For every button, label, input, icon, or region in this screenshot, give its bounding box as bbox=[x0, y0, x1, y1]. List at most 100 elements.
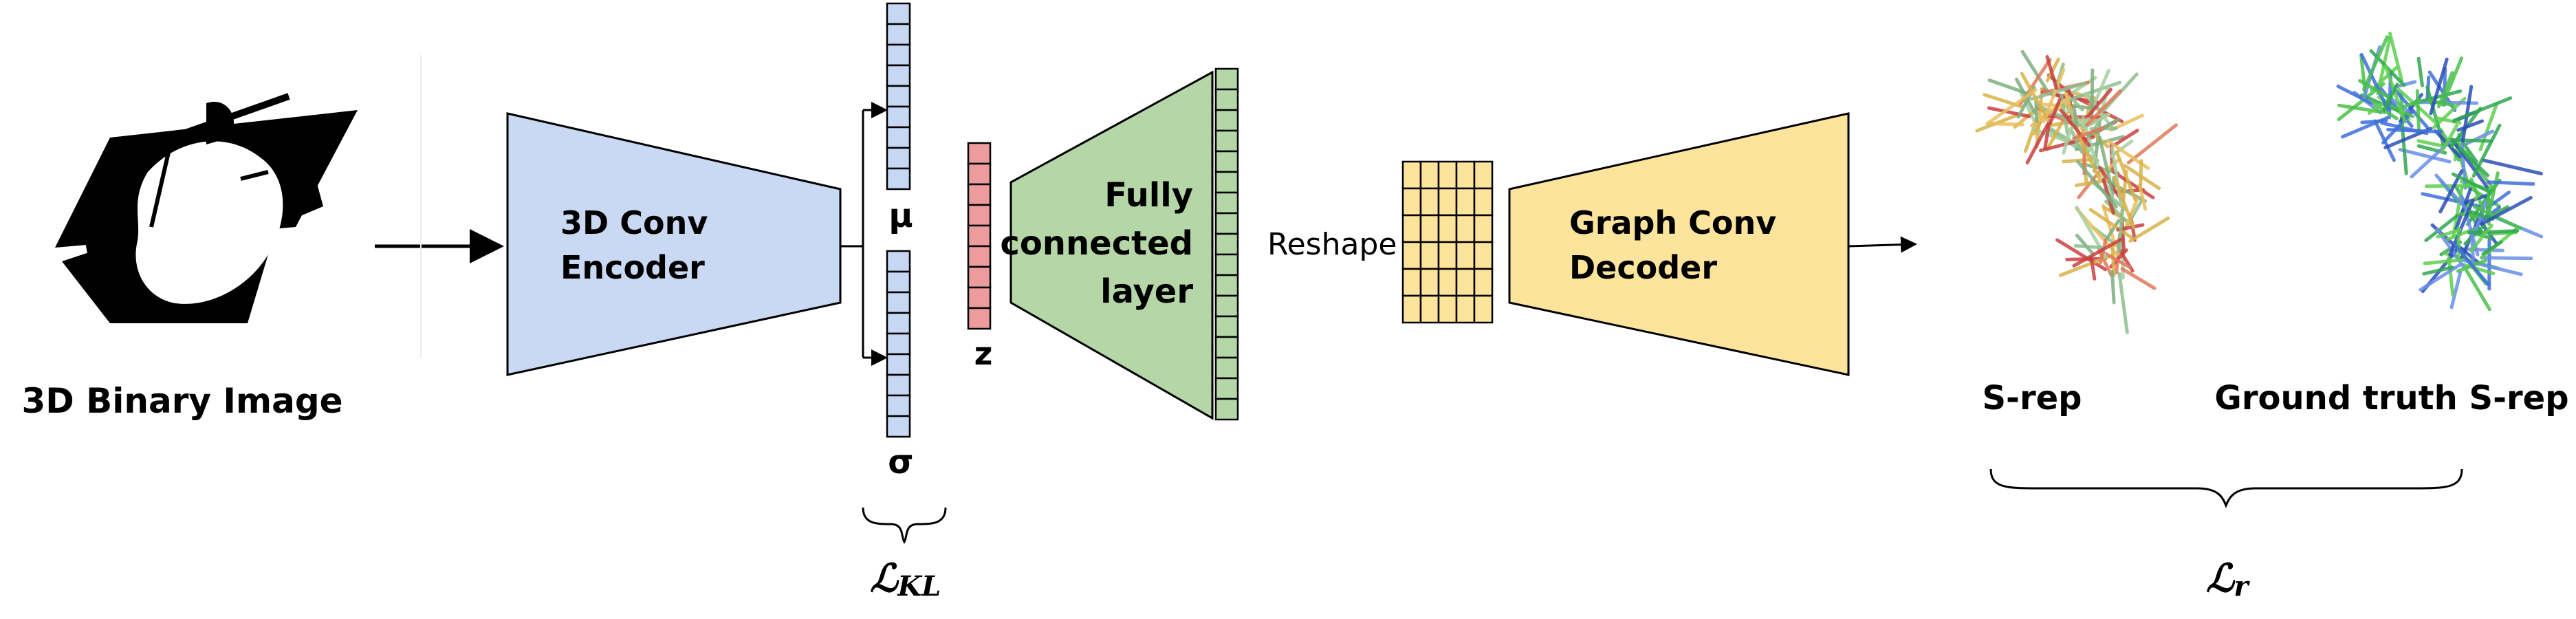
spoke bbox=[2454, 187, 2472, 230]
spoke bbox=[2487, 171, 2500, 213]
vector-cell bbox=[967, 183, 992, 206]
spoke bbox=[2449, 270, 2463, 310]
vector-cell bbox=[886, 373, 911, 397]
spoke bbox=[2429, 57, 2449, 116]
vector-cell bbox=[886, 105, 911, 129]
spoke bbox=[2423, 258, 2464, 265]
grid-cell bbox=[1473, 268, 1494, 297]
spoke bbox=[2399, 98, 2423, 110]
spoke bbox=[2416, 56, 2424, 87]
kl-brace bbox=[862, 507, 947, 544]
reshaped-feature-grid bbox=[1401, 160, 1494, 324]
spoke bbox=[2062, 126, 2073, 155]
spoke bbox=[2075, 233, 2095, 256]
srep-label: S-rep bbox=[1982, 379, 2082, 417]
vector-cell bbox=[1214, 150, 1239, 173]
spoke bbox=[2398, 147, 2452, 164]
spoke bbox=[2058, 253, 2115, 277]
spoke bbox=[2064, 91, 2084, 112]
grid-cell bbox=[1455, 160, 1476, 190]
spoke bbox=[2367, 96, 2392, 115]
spoke bbox=[2399, 116, 2408, 175]
reconstruction-brace bbox=[1989, 468, 2463, 509]
reshape-label: Reshape bbox=[1267, 227, 1397, 262]
spoke bbox=[2110, 270, 2116, 305]
spoke bbox=[2020, 72, 2051, 123]
spoke bbox=[2088, 208, 2133, 239]
grid-cell bbox=[1401, 160, 1422, 190]
grid-cell bbox=[1419, 187, 1440, 217]
fc-block bbox=[1009, 70, 1214, 420]
vector-cell bbox=[1214, 67, 1239, 91]
ground-truth-label: Ground truth S-rep bbox=[2214, 379, 2568, 417]
spoke bbox=[2386, 127, 2443, 134]
vector-cell bbox=[967, 142, 992, 165]
spoke bbox=[2419, 263, 2463, 292]
binary-image-figure bbox=[55, 93, 358, 323]
spoke bbox=[2336, 85, 2373, 105]
spoke bbox=[2124, 197, 2139, 231]
spoke bbox=[2440, 123, 2459, 153]
spoke bbox=[2463, 224, 2487, 246]
spoke bbox=[2025, 121, 2051, 165]
z-label: z bbox=[974, 335, 993, 372]
spoke bbox=[2020, 50, 2051, 96]
spoke bbox=[2076, 160, 2118, 208]
vector-cell bbox=[1214, 109, 1239, 132]
vector-cell bbox=[1214, 191, 1239, 215]
spoke bbox=[2097, 135, 2114, 191]
vector-cell bbox=[1214, 315, 1239, 338]
spoke bbox=[2359, 53, 2390, 111]
spoke bbox=[2113, 175, 2135, 230]
vector-cell bbox=[886, 43, 911, 67]
grid-cell bbox=[1401, 294, 1422, 324]
spoke bbox=[2128, 216, 2170, 243]
spoke bbox=[2479, 195, 2533, 226]
kl-loss-label: ℒKL bbox=[870, 556, 941, 602]
ground-truth-srep-figure bbox=[2336, 32, 2544, 312]
vector-cell bbox=[967, 307, 992, 330]
grid-cell bbox=[1419, 214, 1440, 243]
vector-cell bbox=[1214, 274, 1239, 297]
spoke bbox=[2045, 57, 2060, 83]
sigma-vector bbox=[886, 250, 911, 438]
spoke bbox=[2388, 32, 2404, 83]
kl-loss-symbol: ℒ bbox=[870, 556, 899, 601]
vector-cell bbox=[886, 353, 911, 376]
grid-cell bbox=[1419, 241, 1440, 270]
vector-cell bbox=[1214, 336, 1239, 359]
mu-label: μ bbox=[888, 197, 913, 235]
spoke bbox=[2045, 54, 2058, 90]
spoke bbox=[2086, 87, 2113, 118]
grid-cell bbox=[1419, 294, 1440, 324]
vector-cell bbox=[1214, 212, 1239, 235]
spoke bbox=[2473, 205, 2522, 230]
grid-cell bbox=[1455, 268, 1476, 297]
spoke bbox=[2126, 123, 2178, 165]
spoke bbox=[2072, 126, 2105, 140]
spoke bbox=[2042, 67, 2066, 124]
spoke bbox=[2076, 133, 2102, 181]
spoke bbox=[2436, 228, 2462, 239]
grid-cell bbox=[1455, 241, 1476, 270]
spoke bbox=[2457, 146, 2490, 177]
fc-output-vector bbox=[1214, 67, 1239, 421]
spoke bbox=[2382, 83, 2399, 112]
vector-cell bbox=[886, 146, 911, 170]
spoke bbox=[2449, 137, 2489, 189]
spoke bbox=[2452, 96, 2513, 122]
vector-cell bbox=[1214, 253, 1239, 276]
reconstruction-loss-symbol: ℒ bbox=[2206, 556, 2236, 601]
spoke bbox=[2447, 256, 2455, 297]
spoke bbox=[2441, 56, 2464, 107]
encoder-label-line2: Encoder bbox=[560, 249, 705, 286]
spoke bbox=[2435, 116, 2462, 125]
fc-label-line2: connected bbox=[1000, 224, 1193, 263]
spoke bbox=[2337, 103, 2386, 114]
spoke bbox=[2467, 229, 2520, 235]
grid-cell bbox=[1437, 187, 1458, 217]
spoke bbox=[2029, 81, 2086, 101]
spoke bbox=[2486, 180, 2535, 186]
latent-split-connector bbox=[840, 102, 888, 366]
vector-cell bbox=[967, 245, 992, 268]
